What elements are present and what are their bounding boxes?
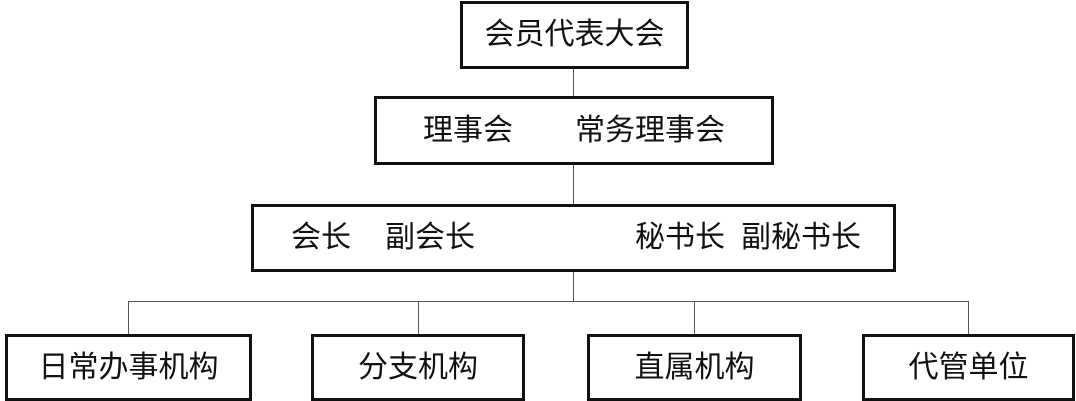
affiliated-box: 直属机构 [587, 334, 802, 401]
secretary-general-label: 秘书长 [635, 220, 725, 255]
daily-office-label: 日常办事机构 [38, 349, 219, 385]
assembly-box: 会员代表大会 [460, 1, 689, 69]
council-label: 理事会 [423, 112, 513, 148]
affiliated-label: 直属机构 [634, 349, 755, 385]
president-label: 会长 [291, 220, 351, 255]
council-box: 理事会 常务理事会 [374, 96, 774, 165]
connector-leaders-bus [573, 272, 574, 301]
daily-office-box: 日常办事机构 [5, 334, 252, 401]
branch-box: 分支机构 [311, 334, 525, 401]
connector-assembly-council [573, 69, 574, 96]
branch-label: 分支机构 [358, 349, 478, 385]
standing-council-label: 常务理事会 [575, 112, 725, 148]
connector-bus-office [128, 301, 129, 334]
connector-bus-managed [968, 301, 969, 334]
deputy-secretary-general-label: 副秘书长 [741, 220, 861, 255]
managed-unit-box: 代管单位 [862, 334, 1075, 401]
vice-president-label: 副会长 [385, 220, 475, 255]
connector-bus-branch [418, 301, 419, 334]
leadership-box: 会长 副会长 秘书长 副秘书长 [251, 204, 896, 272]
connector-council-leaders [573, 165, 574, 204]
connector-bus-affiliated [694, 301, 695, 334]
managed-unit-label: 代管单位 [908, 349, 1029, 385]
assembly-label: 会员代表大会 [484, 17, 665, 52]
connector-horizontal-bus [128, 301, 969, 302]
